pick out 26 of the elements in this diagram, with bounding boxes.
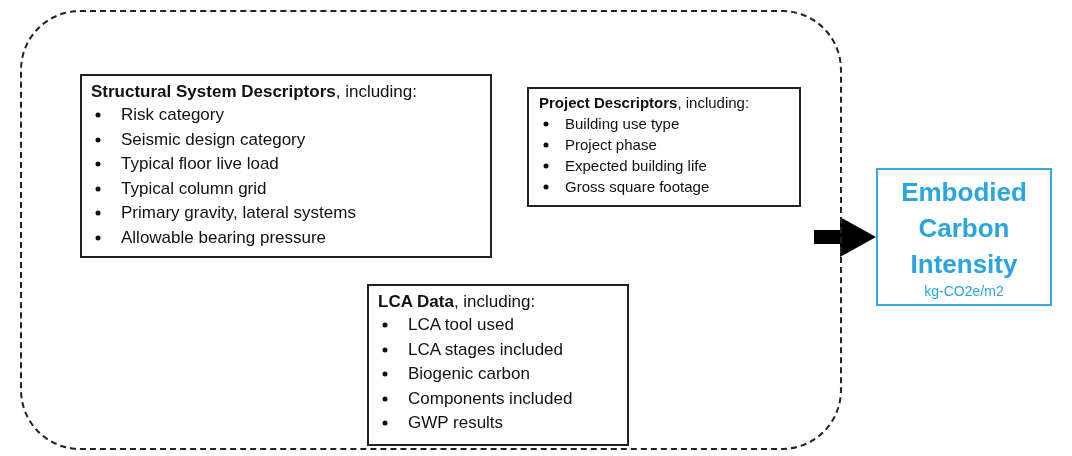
bullet-item: LCA stages included xyxy=(408,338,563,361)
arrow xyxy=(814,217,876,257)
bullet-item: Expected building life xyxy=(565,156,707,176)
bullet-item: Typical floor live load xyxy=(121,153,279,175)
bullet-item: Risk category xyxy=(121,104,224,126)
bullet-item: Gross square footage xyxy=(565,177,710,197)
bullet-item: Project phase xyxy=(565,135,657,155)
result-box xyxy=(876,168,1052,306)
bullet-item: Biogenic carbon xyxy=(408,363,530,385)
bullet-item: GWP results xyxy=(408,412,504,434)
bullet-item: Seismic design category xyxy=(121,128,306,151)
box-heading: Structural System Descriptors, including: xyxy=(91,81,418,103)
bullet-item: LCA tool used xyxy=(408,314,514,336)
descriptor-box xyxy=(80,74,492,258)
bullet-item: Allowable bearing pressure xyxy=(121,226,327,249)
box-heading: Project Descriptors, including: xyxy=(539,93,751,113)
bullet-item: Typical column grid xyxy=(121,177,267,200)
bullet-item: Primary gravity, lateral systems xyxy=(121,202,356,224)
bullet-item: Building use type xyxy=(565,114,680,134)
result-title: Embodied Carbon Intensity xyxy=(900,176,1028,281)
bullet-item: Components included xyxy=(408,387,573,410)
box-heading: LCA Data, including: xyxy=(378,291,537,313)
descriptor-box xyxy=(367,284,629,446)
dashed-group-outline xyxy=(20,10,842,450)
unit-label: kg-CO2e/m2 xyxy=(924,282,1004,300)
descriptor-box xyxy=(527,87,801,207)
